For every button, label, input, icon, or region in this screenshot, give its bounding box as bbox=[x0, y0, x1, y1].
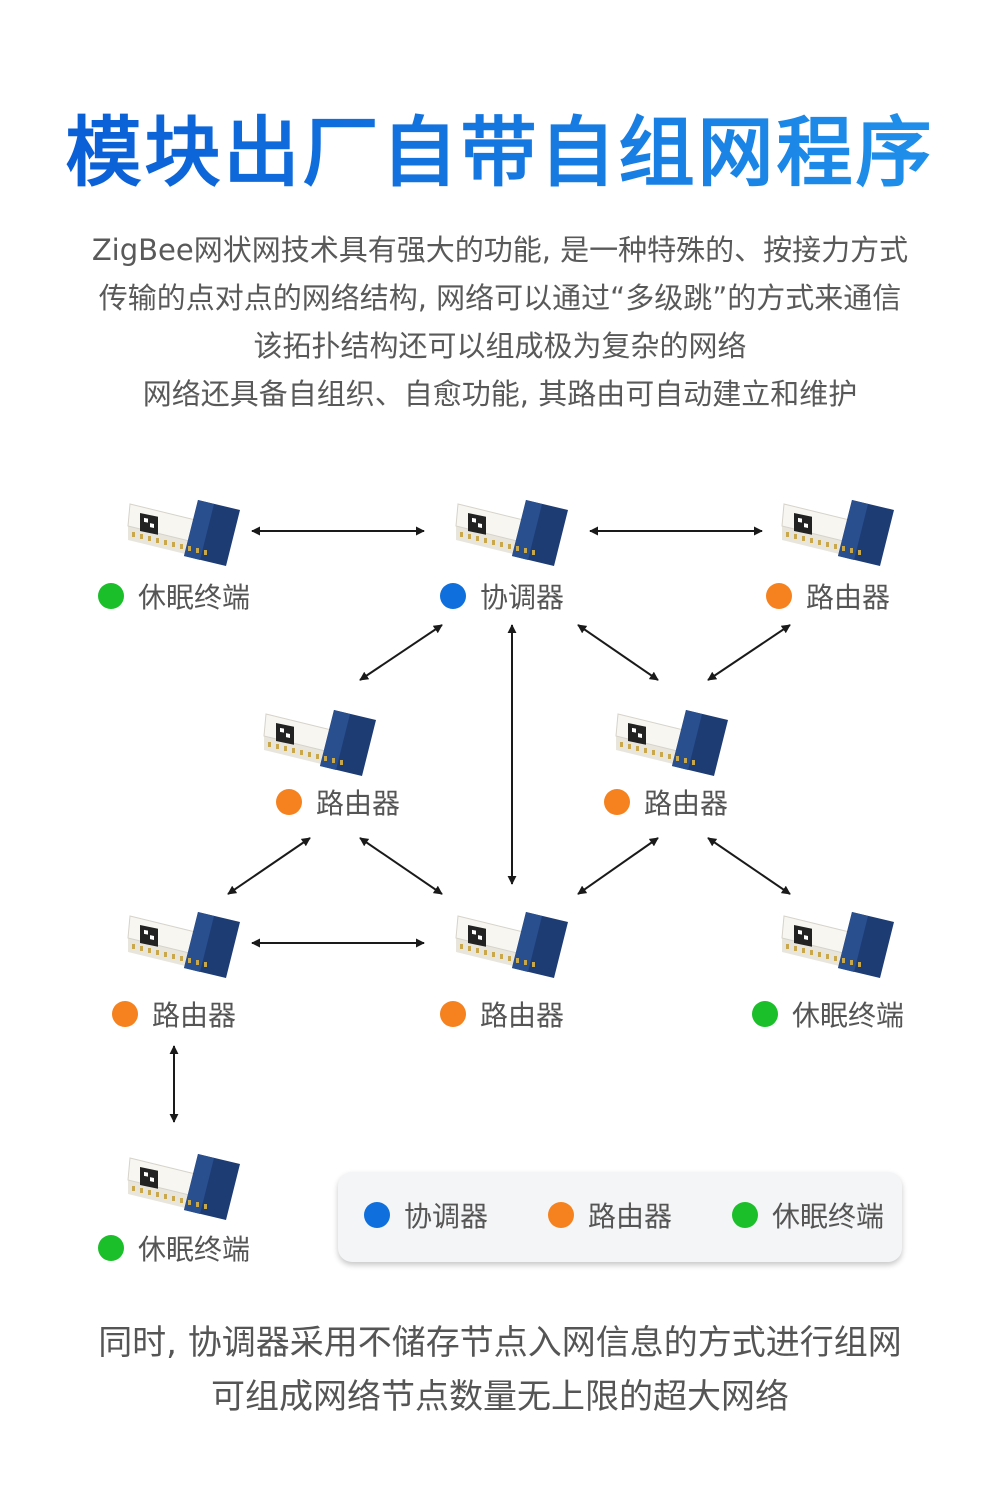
page-title: 模块出厂自带自组网程序 bbox=[65, 108, 935, 197]
legend-label: 协调器 bbox=[404, 1200, 489, 1233]
intro-line: 传输的点对点的网络结构, 网络可以通过“多级跳”的方式来通信 bbox=[98, 281, 902, 315]
intro-line: 网络还具备自组织、自愈功能, 其路由可自动建立和维护 bbox=[142, 377, 858, 411]
node-label-text: 休眠终端 bbox=[792, 999, 905, 1032]
module-image-n2 bbox=[455, 499, 569, 567]
link-arrow-n4-n6 bbox=[227, 837, 311, 895]
legend-box: 协调器 路由器 休眠终端 bbox=[338, 1172, 902, 1262]
legend-item-coordinator: 协调器 bbox=[364, 1199, 488, 1235]
link-arrow-n2-n4 bbox=[359, 624, 443, 681]
module-image-n4 bbox=[263, 709, 377, 777]
module-image-n8 bbox=[781, 911, 895, 979]
module-image-n9 bbox=[127, 1153, 241, 1221]
node-label-router: 路由器 bbox=[766, 580, 890, 616]
router-dot-icon bbox=[604, 789, 630, 815]
node-label-text: 路由器 bbox=[480, 999, 565, 1032]
end_device-dot-icon bbox=[752, 1001, 778, 1027]
legend-label: 路由器 bbox=[588, 1200, 673, 1233]
node-label-text: 路由器 bbox=[152, 999, 237, 1032]
footer-line: 可组成网络节点数量无上限的超大网络 bbox=[211, 1377, 789, 1417]
end-device-dot-icon bbox=[732, 1202, 758, 1228]
link-arrow-n5-n7 bbox=[577, 837, 659, 895]
link-arrow-n2-n5 bbox=[577, 624, 659, 681]
node-label-text: 路由器 bbox=[316, 787, 401, 820]
legend-item-router: 路由器 bbox=[548, 1199, 672, 1235]
node-label-router: 路由器 bbox=[112, 998, 236, 1034]
link-arrow-n4-n7 bbox=[359, 837, 443, 895]
node-label-router: 路由器 bbox=[604, 786, 728, 822]
node-label-text: 协调器 bbox=[480, 581, 565, 614]
coordinator-dot-icon bbox=[440, 583, 466, 609]
node-label-coordinator: 协调器 bbox=[440, 580, 564, 616]
intro-text: ZigBee网状网技术具有强大的功能, 是一种特殊的、按接力方式 传输的点对点的… bbox=[0, 226, 1000, 418]
footer-text: 同时, 协调器采用不储存节点入网信息的方式进行组网 可组成网络节点数量无上限的超… bbox=[0, 1316, 1000, 1424]
end_device-dot-icon bbox=[98, 1235, 124, 1261]
module-image-n7 bbox=[455, 911, 569, 979]
router-dot-icon bbox=[276, 789, 302, 815]
legend-label: 休眠终端 bbox=[772, 1200, 885, 1233]
router-dot-icon bbox=[440, 1001, 466, 1027]
node-label-end_device: 休眠终端 bbox=[98, 580, 250, 616]
node-label-router: 路由器 bbox=[276, 786, 400, 822]
module-image-n3 bbox=[781, 499, 895, 567]
legend-item-end-device: 休眠终端 bbox=[732, 1199, 884, 1235]
node-label-router: 路由器 bbox=[440, 998, 564, 1034]
node-label-end_device: 休眠终端 bbox=[98, 1232, 250, 1268]
intro-line: 该拓扑结构还可以组成极为复杂的网络 bbox=[253, 329, 747, 363]
node-label-end_device: 休眠终端 bbox=[752, 998, 904, 1034]
footer-line: 同时, 协调器采用不储存节点入网信息的方式进行组网 bbox=[98, 1323, 902, 1363]
node-label-text: 路由器 bbox=[806, 581, 891, 614]
module-image-n1 bbox=[127, 499, 241, 567]
intro-line: ZigBee网状网技术具有强大的功能, 是一种特殊的、按接力方式 bbox=[91, 233, 909, 267]
router-dot-icon bbox=[112, 1001, 138, 1027]
node-label-text: 休眠终端 bbox=[138, 581, 251, 614]
node-label-text: 路由器 bbox=[644, 787, 729, 820]
end_device-dot-icon bbox=[98, 583, 124, 609]
router-dot-icon bbox=[766, 583, 792, 609]
link-arrow-n3-n5 bbox=[707, 624, 791, 681]
module-image-n5 bbox=[615, 709, 729, 777]
module-image-n6 bbox=[127, 911, 241, 979]
link-arrow-n5-n8 bbox=[707, 837, 791, 895]
coordinator-dot-icon bbox=[364, 1202, 390, 1228]
router-dot-icon bbox=[548, 1202, 574, 1228]
node-label-text: 休眠终端 bbox=[138, 1233, 251, 1266]
